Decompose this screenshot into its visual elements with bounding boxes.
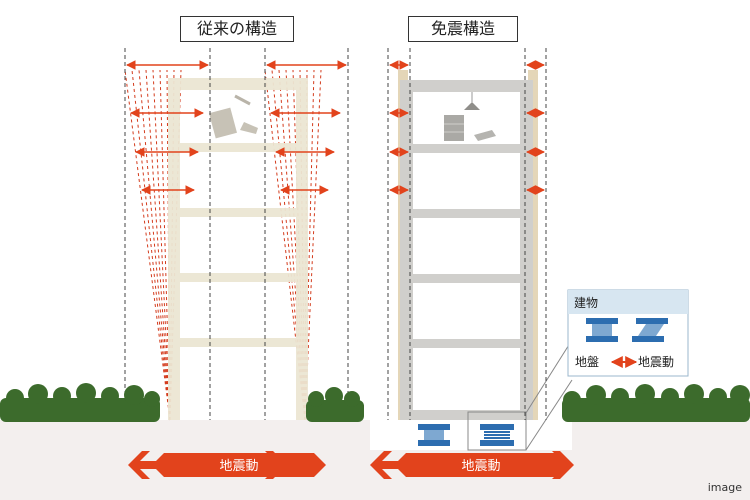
ground-motion-arrow-left: 地震動 <box>128 451 326 479</box>
legend-bearing-icon <box>586 318 618 342</box>
hedge-right <box>562 384 750 422</box>
displacement-arrows-isolated <box>389 60 545 195</box>
hedge-left <box>0 383 160 422</box>
guide-lines <box>124 48 547 420</box>
ground-motion-label-right: 地震動 <box>461 459 500 474</box>
legend-box: 建物 地盤 地震動 <box>567 289 689 377</box>
isolation-bearing-highlight <box>467 339 573 451</box>
legend-deformed-bearing-icon <box>632 318 668 342</box>
isolated-building <box>370 70 573 451</box>
legend-building-label: 建物 <box>574 296 598 310</box>
displacement-arrows-conventional <box>126 60 347 195</box>
legend-motion-label: 地震動 <box>638 355 674 369</box>
hedge-middle <box>306 387 364 422</box>
isolated-frame <box>400 80 533 420</box>
stable-furniture-icon <box>444 92 496 141</box>
isolation-pit <box>370 420 572 450</box>
vibration-lines-right <box>264 69 322 421</box>
falling-furniture-icon <box>209 94 258 139</box>
title-conventional: 従来の構造 <box>180 16 294 42</box>
legend-ground-label: 地盤 <box>575 355 599 369</box>
title-isolated: 免震構造 <box>408 16 518 42</box>
ground-motion-arrow-right: 地震動 <box>370 451 574 479</box>
conventional-frame <box>168 78 308 420</box>
isolation-bearing-icon <box>418 424 450 446</box>
watermark: image <box>707 481 742 494</box>
ground-motion-label-left: 地震動 <box>219 459 258 474</box>
conventional-building <box>124 69 322 421</box>
